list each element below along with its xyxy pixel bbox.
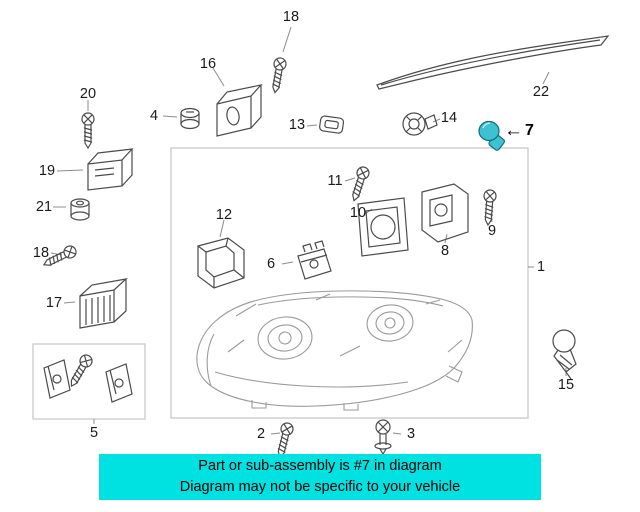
part-label-16: 16 bbox=[199, 56, 217, 72]
part-label-19: 19 bbox=[38, 163, 56, 179]
part-16-bracket bbox=[216, 84, 263, 137]
part-label-13: 13 bbox=[288, 117, 306, 133]
part-label-12: 12 bbox=[215, 207, 233, 223]
part-19-module bbox=[87, 148, 134, 191]
part-label-2: 2 bbox=[256, 426, 266, 442]
part-label-15: 15 bbox=[557, 377, 575, 393]
part-label-17: 17 bbox=[45, 295, 63, 311]
part-8-control-module bbox=[421, 183, 469, 243]
part-15-bulb bbox=[552, 329, 577, 380]
part-14-bulb-socket bbox=[402, 112, 438, 136]
part-17-module bbox=[79, 278, 128, 329]
part-22-trim-strip bbox=[376, 35, 610, 90]
part-label-6: 6 bbox=[266, 256, 276, 272]
part-label-3: 3 bbox=[406, 426, 416, 442]
part-label-21: 21 bbox=[35, 199, 53, 215]
part-label-20: 20 bbox=[79, 86, 97, 102]
part-7-highlighted-cap bbox=[478, 120, 506, 151]
part-3-adjuster bbox=[374, 419, 392, 456]
banner-line-1: Part or sub-assembly is #7 in diagram bbox=[198, 457, 442, 474]
part-label-18-top: 18 bbox=[282, 9, 300, 25]
part-21-grommet bbox=[70, 198, 90, 221]
highlight-callout: ← 7 bbox=[504, 121, 534, 140]
headlamp-assembly-drawing bbox=[196, 290, 473, 411]
part-label-4: 4 bbox=[149, 108, 159, 124]
part-label-14: 14 bbox=[440, 110, 458, 126]
part-label-9: 9 bbox=[487, 223, 497, 239]
part-6-bulb-holder bbox=[297, 240, 332, 280]
highlight-part-number: 7 bbox=[525, 121, 534, 139]
part-label-10: 10 bbox=[349, 205, 367, 221]
highlight-banner: Part or sub-assembly is #7 in diagram Di… bbox=[99, 454, 541, 500]
part-label-5: 5 bbox=[89, 425, 99, 441]
part-label-11: 11 bbox=[327, 173, 343, 189]
part-label-1: 1 bbox=[536, 259, 546, 275]
assembly-boundary-box bbox=[32, 147, 529, 420]
left-arrow-icon: ← bbox=[504, 120, 523, 141]
part-5-clip-kit bbox=[43, 359, 133, 403]
banner-line-2: Diagram may not be specific to your vehi… bbox=[179, 479, 461, 495]
part-label-22: 22 bbox=[532, 84, 550, 100]
part-4-retainer-nut bbox=[180, 107, 200, 130]
part-13-clip bbox=[319, 115, 345, 134]
part-12-bracket bbox=[197, 237, 245, 289]
part-10-mounting-frame bbox=[357, 197, 409, 257]
part-label-8: 8 bbox=[440, 243, 450, 259]
part-label-18-left: 18 bbox=[32, 245, 50, 261]
